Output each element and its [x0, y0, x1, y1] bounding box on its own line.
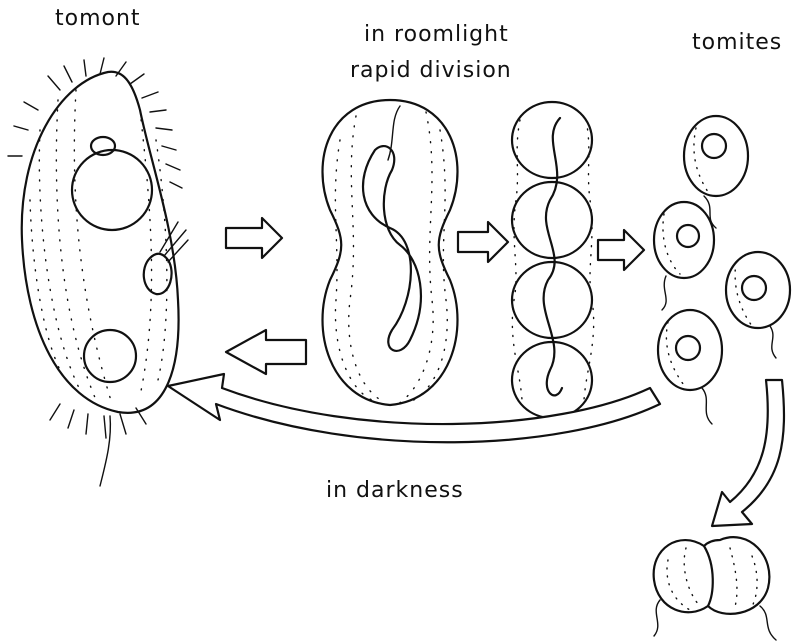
cyst: [654, 537, 776, 640]
tomite-4: [658, 310, 722, 424]
tomont-oral-apparatus: [144, 254, 172, 294]
arrow-to-tomites: [598, 230, 644, 270]
tomite-2: [654, 202, 714, 310]
tomont-macronucleus: [72, 150, 152, 230]
arrow-to-chain: [458, 222, 508, 262]
four-cell-chain: [512, 102, 594, 418]
tomite-3: [726, 252, 790, 358]
dividing-dot-rows: [335, 112, 447, 404]
tomont-cilia: [8, 58, 182, 486]
tomont-cell: [8, 58, 188, 486]
dividing-macronucleus: [363, 146, 421, 351]
arrow-in-darkness: [168, 374, 660, 442]
tomite-1: [684, 116, 748, 228]
tomont-contractile-vacuole: [84, 330, 136, 382]
tomont-micronucleus: [91, 137, 115, 155]
arrow-to-division: [226, 218, 282, 258]
arrow-to-cyst: [712, 380, 784, 526]
arrow-back-to-tomont: [226, 330, 306, 374]
tomites-group: [654, 116, 790, 424]
dividing-cell: [323, 100, 458, 405]
